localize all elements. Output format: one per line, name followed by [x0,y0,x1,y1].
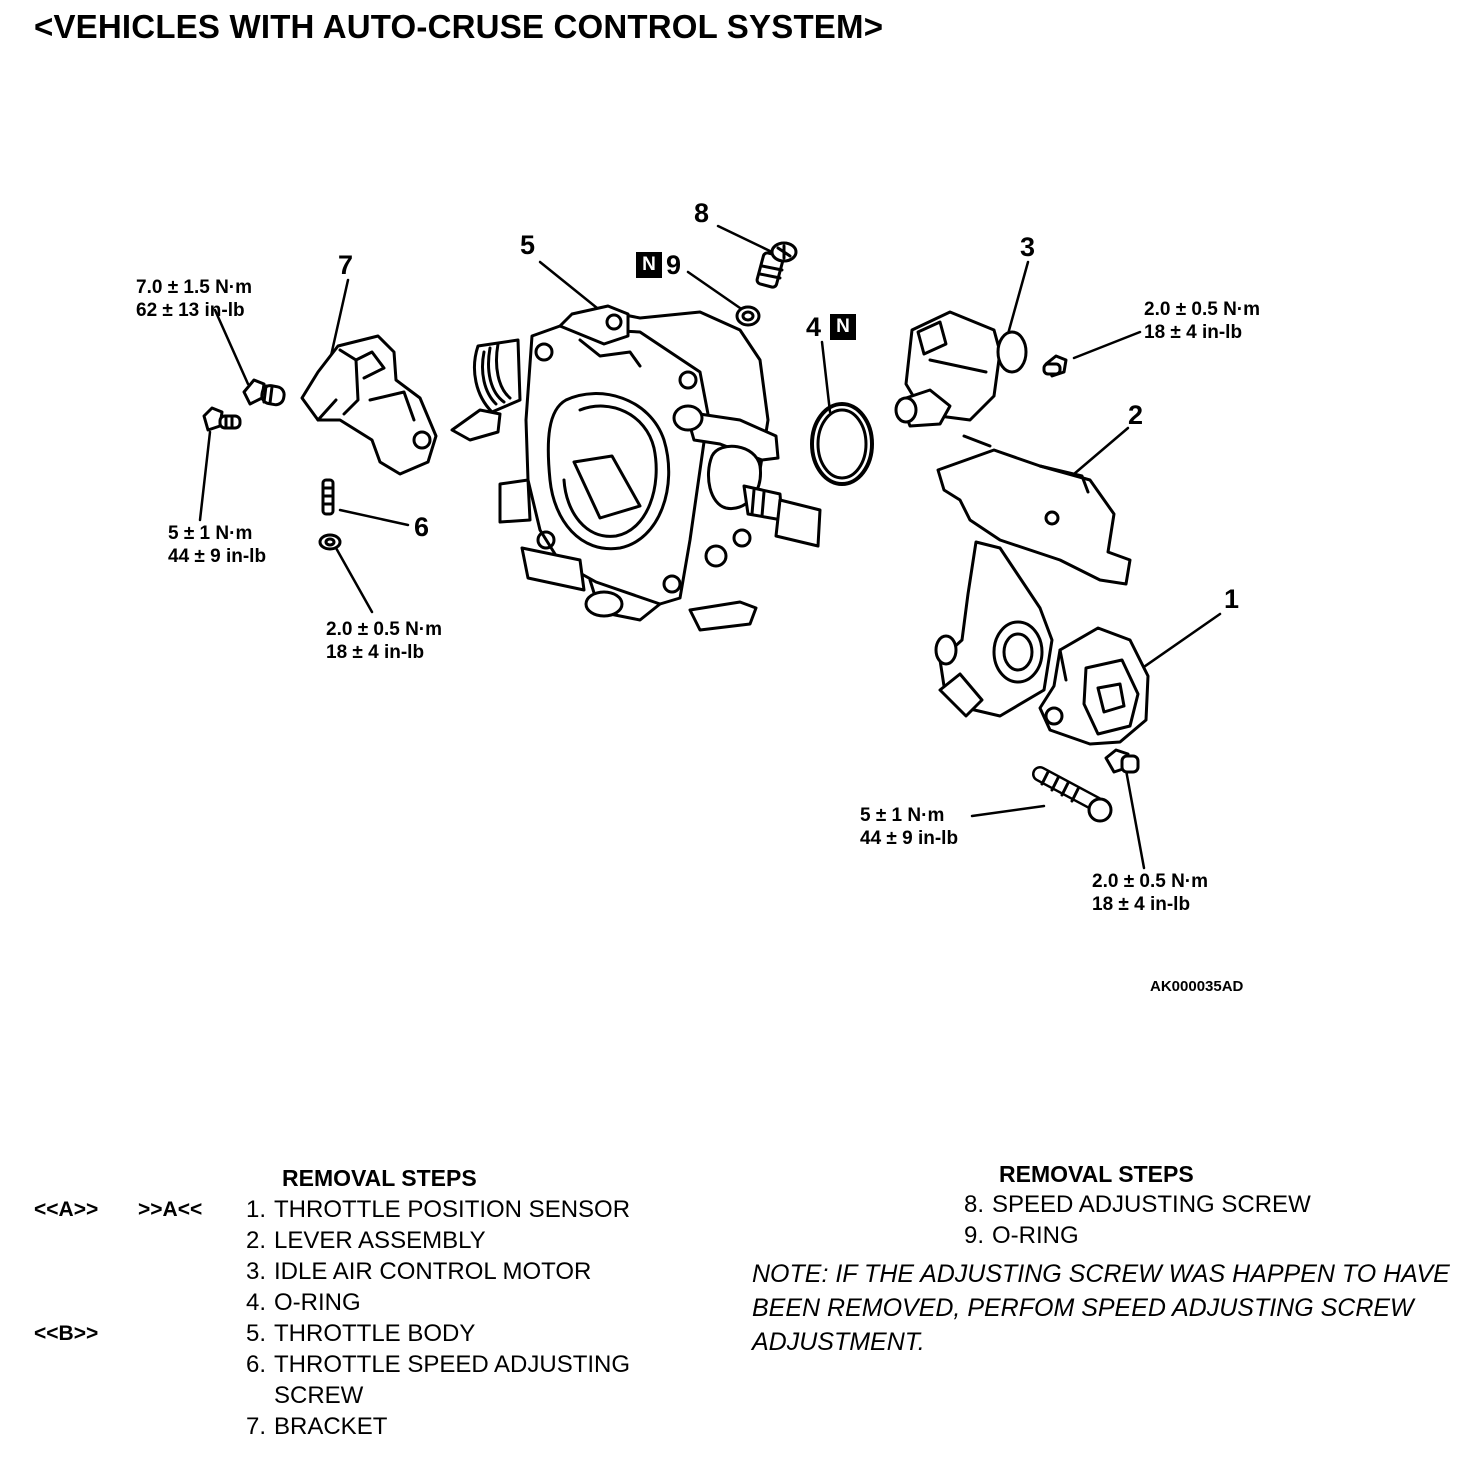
step-label: SCREW [274,1382,364,1409]
step-label: IDLE AIR CONTROL MOTOR [274,1258,592,1285]
speed-adjusting-screw-8 [755,241,798,289]
callout-2: 2 [1128,400,1144,430]
torque-nm: 2.0 ± 0.5 N·m [1144,299,1261,320]
n-badge: N [830,314,856,340]
service-mark-a-removal: <<A>> [34,1198,99,1221]
callout-6: 6 [414,512,430,542]
bracket-bolt [242,378,286,407]
step-item: 9. O-RING [946,1220,1311,1251]
step-num: 7. [245,1413,266,1440]
step-num: 8. [963,1191,984,1218]
step-num: 3. [245,1258,266,1285]
torque-lever-bolt: 5 ± 1 N·m 44 ± 9 in-lb [860,804,958,850]
step-item: 8. SPEED ADJUSTING SCREW [946,1189,1311,1220]
callout-3: 3 [1020,232,1036,262]
step-label: THROTTLE BODY [274,1320,476,1347]
step-label: THROTTLE SPEED ADJUSTING [274,1351,631,1378]
torque-inlb: 62 ± 13 in-lb [136,300,245,321]
step-item: 3. IDLE AIR CONTROL MOTOR [228,1256,630,1287]
step-item: 1. THROTTLE POSITION SENSOR [228,1194,630,1225]
bracket-part [300,334,438,476]
step-item-continued: SCREW [228,1380,630,1411]
figure-code: AK000035AD [1150,978,1244,995]
step-label: LEVER ASSEMBLY [274,1227,486,1254]
left-steps-heading: REMOVAL STEPS [282,1165,477,1191]
callout-4: 4 [806,312,822,342]
torque-iac-screw: 2.0 ± 0.5 N·m 18 ± 4 in-lb [1144,298,1260,344]
service-mark-a-install: >>A<< [138,1198,203,1221]
step-item: 6. THROTTLE SPEED ADJUSTING [228,1349,630,1380]
lever-long-bolt [1032,766,1113,823]
torque-adjusting-screw: 2.0 ± 0.5 N·m 18 ± 4 in-lb [326,618,442,664]
n-mark-4: N [830,314,856,340]
step-label: THROTTLE POSITION SENSOR [274,1196,631,1223]
step-num: 2. [245,1227,266,1254]
torque-inlb: 18 ± 4 in-lb [1144,322,1243,343]
step-num: 1. [245,1196,266,1223]
service-mark-b-removal: <<B>> [34,1322,99,1345]
callout-7: 7 [338,250,354,280]
page-title: <VEHICLES WITH AUTO-CRUSE CONTROL SYSTEM… [34,8,884,45]
n-mark-9: N [636,252,662,278]
step-num: 5. [245,1320,266,1347]
callout-5: 5 [520,230,536,260]
leader-lines [198,224,1222,870]
lever-assembly-part [934,448,1132,718]
torque-inlb: 44 ± 9 in-lb [168,546,267,567]
step-item: 2. LEVER ASSEMBLY [228,1225,630,1256]
callout-9: 9 [666,250,682,280]
o-ring-9 [735,305,761,327]
throttle-body-part [450,304,822,632]
torque-nm: 2.0 ± 0.5 N·m [326,619,443,640]
step-item: 7. BRACKET [228,1411,630,1442]
idle-air-control-motor [894,310,1028,448]
n-badge: N [636,252,662,278]
torque-tps-screw: 2.0 ± 0.5 N·m 18 ± 4 in-lb [1092,870,1208,916]
step-num: 6. [245,1351,266,1378]
adjustment-note: NOTE: IF THE ADJUSTING SCREW WAS HAPPEN … [752,1260,1450,1356]
step-item: 4. O-RING [228,1287,630,1318]
callout-8: 8 [694,198,710,228]
right-steps-list: 8. SPEED ADJUSTING SCREW 9. O-RING [946,1189,1311,1251]
bracket-small-bolt [202,406,242,432]
iac-screw [1042,354,1068,378]
torque-inlb: 44 ± 9 in-lb [860,828,959,849]
torque-bracket-bolt: 7.0 ± 1.5 N·m 62 ± 13 in-lb [136,276,252,322]
torque-nm: 5 ± 1 N·m [168,523,253,544]
torque-inlb: 18 ± 4 in-lb [326,642,425,663]
step-label: BRACKET [274,1413,388,1440]
throttle-position-sensor [1038,626,1150,746]
torque-nm: 7.0 ± 1.5 N·m [136,277,253,298]
step-label: O-RING [992,1222,1079,1249]
step-item: 5. THROTTLE BODY [228,1318,630,1349]
right-steps-heading: REMOVAL STEPS [999,1161,1194,1187]
step-label: SPEED ADJUSTING SCREW [992,1191,1311,1218]
o-ring-4 [810,402,874,486]
torque-bracket-small-bolt: 5 ± 1 N·m 44 ± 9 in-lb [168,522,266,568]
callout-1: 1 [1224,584,1240,614]
torque-inlb: 18 ± 4 in-lb [1092,894,1191,915]
adjusting-screw-6 [318,478,342,551]
torque-nm: 5 ± 1 N·m [860,805,945,826]
step-num: 4. [245,1289,266,1316]
left-steps-list: 1. THROTTLE POSITION SENSOR 2. LEVER ASSEM… [228,1194,630,1442]
step-label: O-RING [274,1289,361,1316]
tps-screw [1104,748,1140,774]
step-num: 9. [963,1222,984,1249]
torque-nm: 2.0 ± 0.5 N·m [1092,871,1209,892]
